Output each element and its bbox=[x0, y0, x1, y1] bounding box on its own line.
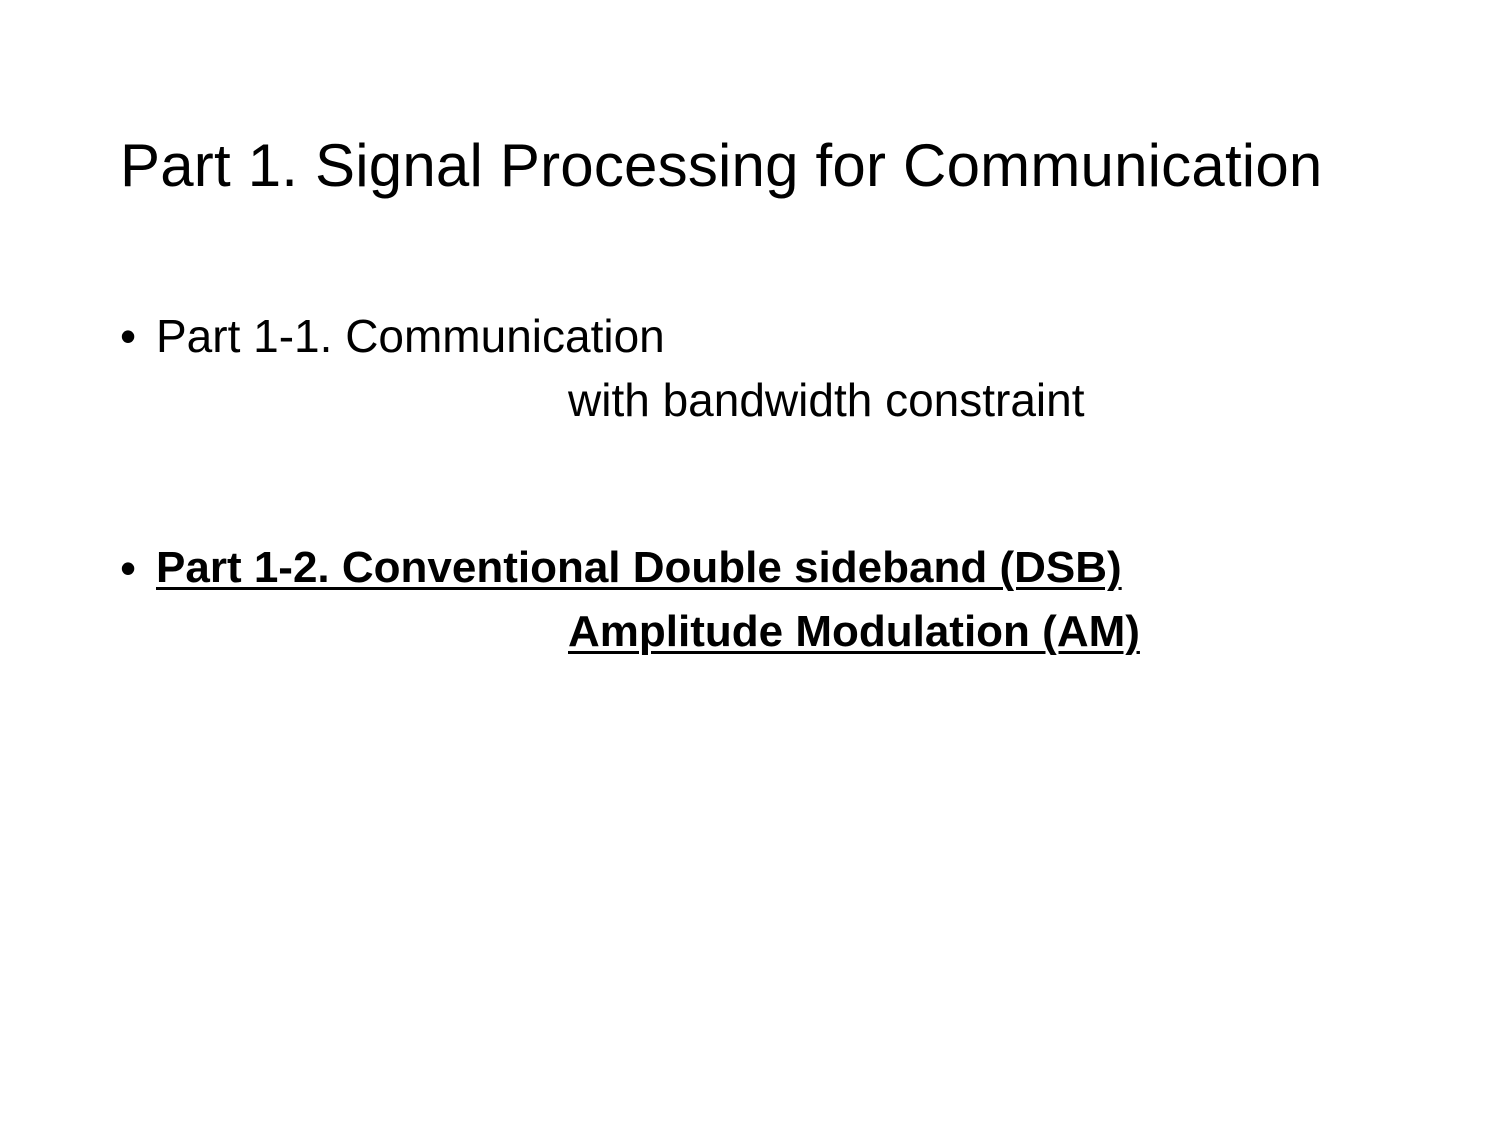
bullet-marker: • bbox=[120, 542, 137, 594]
slide-title: Part 1. Signal Processing for Communicat… bbox=[120, 132, 1323, 199]
bullet-text-line-2: Amplitude Modulation (AM) bbox=[568, 607, 1140, 656]
bullet-marker: • bbox=[120, 310, 137, 362]
bullet-text-line-1: Part 1-2. Conventional Double sideband (… bbox=[156, 543, 1122, 592]
bullet-text-line-1: Part 1-1. Communication bbox=[156, 310, 665, 362]
bullet-text-line-2: with bandwidth constraint bbox=[568, 374, 1085, 426]
